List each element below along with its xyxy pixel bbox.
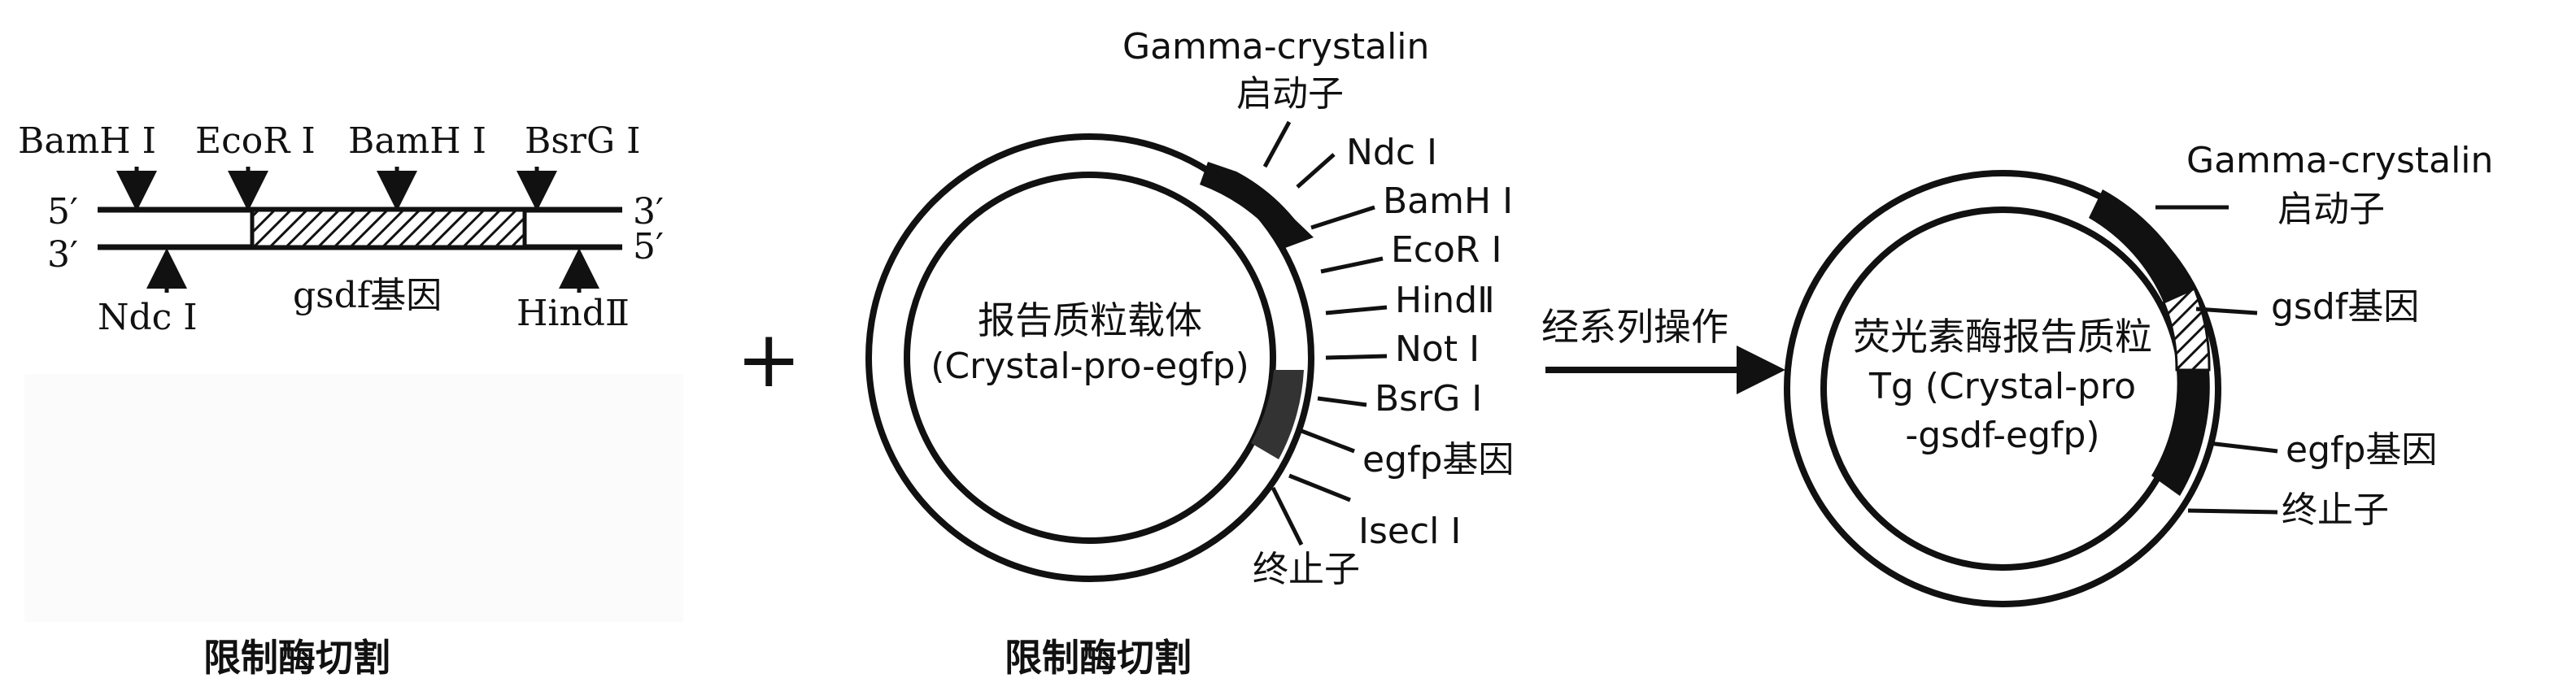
vector-center-subtitle: (Crystal-pro-egfp) [931, 346, 1249, 387]
vector-site-hind2: HindⅡ [1395, 280, 1495, 321]
rec-center-title: 荧光素酶报告质粒 [1853, 315, 2152, 359]
leader-isecl1 [1288, 473, 1351, 502]
rec-center-line3: -gsdf-egfp) [1905, 415, 2099, 456]
vector-egfp-segment [1251, 370, 1304, 459]
vector-site-bsrg1: BsrG I [1375, 378, 1482, 420]
rec-terminator-label: 终止子 [2282, 489, 2389, 531]
caption-background [24, 374, 683, 622]
site-bamh1-right: BamH I [348, 120, 486, 162]
vector-center-title: 报告质粒载体 [978, 298, 1202, 342]
vector-site-isecl1: Isecl I [1358, 511, 1461, 552]
vector-terminator-label: 终止子 [1253, 549, 1360, 590]
recombinant-plasmid: Gamma-crystalin 启动子 gsdf基因 egfp基因 终止子 荧光… [1784, 140, 2493, 607]
leader-bsrg1 [1317, 396, 1367, 407]
plus-sign: + [736, 314, 801, 405]
leader-rec-gsdf [2195, 307, 2258, 315]
gene-fragment: 5′ 3′ 3′ 5′ BamH I EcoR I BamH I BsrG I … [18, 120, 683, 680]
leader-ecor1 [1320, 256, 1384, 274]
leader-ndc1 [1296, 153, 1336, 189]
vector-promoter-label: 启动子 [1236, 73, 1344, 115]
vector-promoter-name: Gamma-crystalin [1122, 26, 1429, 67]
vector-promoter-segment [1200, 162, 1314, 248]
end-5-bottom: 5′ [633, 226, 664, 267]
leader-rec-terminator [2187, 508, 2278, 515]
vector-site-ecor1: EcoR I [1391, 229, 1502, 271]
leader-bamh1 [1310, 205, 1375, 230]
rec-promoter-name: Gamma-crystalin [2186, 140, 2493, 181]
vector-plasmid: Gamma-crystalin 启动子 Ndc I BamH I EcoR I … [865, 26, 1514, 680]
leader-terminator [1271, 486, 1304, 546]
leader-promoter [1262, 120, 1292, 168]
site-ecor1: EcoR I [195, 120, 316, 162]
process-arrow: 经系列操作 [1541, 305, 1785, 394]
vector-site-not1: Not I [1395, 328, 1480, 370]
process-arrow-label: 经系列操作 [1541, 305, 1728, 349]
site-bsrg1: BsrG I [525, 120, 640, 162]
recombinant-egfp-segment [2151, 370, 2210, 496]
leader-rec-egfp [2208, 441, 2278, 454]
gsdf-gene-label: gsdf基因 [293, 275, 442, 316]
end-5-top: 5′ [47, 191, 78, 233]
vector-site-bamh1: BamH I [1383, 180, 1513, 222]
vector-inner-ring [904, 172, 1276, 544]
end-3-bottom: 3′ [47, 234, 78, 276]
site-ndc1: Ndc I [98, 297, 198, 338]
site-bamh1-left: BamH I [18, 120, 156, 162]
recombinant-promoter-segment [2089, 189, 2195, 302]
leader-egfp [1301, 428, 1355, 454]
leader-not1 [1325, 354, 1388, 360]
rec-gsdf-label: gsdf基因 [2271, 286, 2419, 328]
middle-caption: 限制酶切割 [1005, 636, 1192, 680]
gsdf-gene-segment [250, 207, 527, 250]
site-hind2: HindⅡ [517, 293, 630, 334]
recombinant-outer-ring [1784, 170, 2221, 607]
end-3-top: 3′ [633, 191, 664, 233]
rec-center-line2: Tg (Crystal-pro [1868, 366, 2136, 407]
vector-outer-ring [865, 133, 1314, 582]
leader-hind2 [1325, 305, 1388, 315]
left-caption: 限制酶切割 [203, 636, 390, 680]
rec-promoter-label: 启动子 [2277, 189, 2385, 230]
vector-site-ndc1: Ndc I [1346, 132, 1437, 173]
rec-egfp-label: egfp基因 [2286, 429, 2437, 471]
vector-egfp-label: egfp基因 [1362, 439, 1514, 480]
process-arrow-head [1737, 346, 1785, 394]
